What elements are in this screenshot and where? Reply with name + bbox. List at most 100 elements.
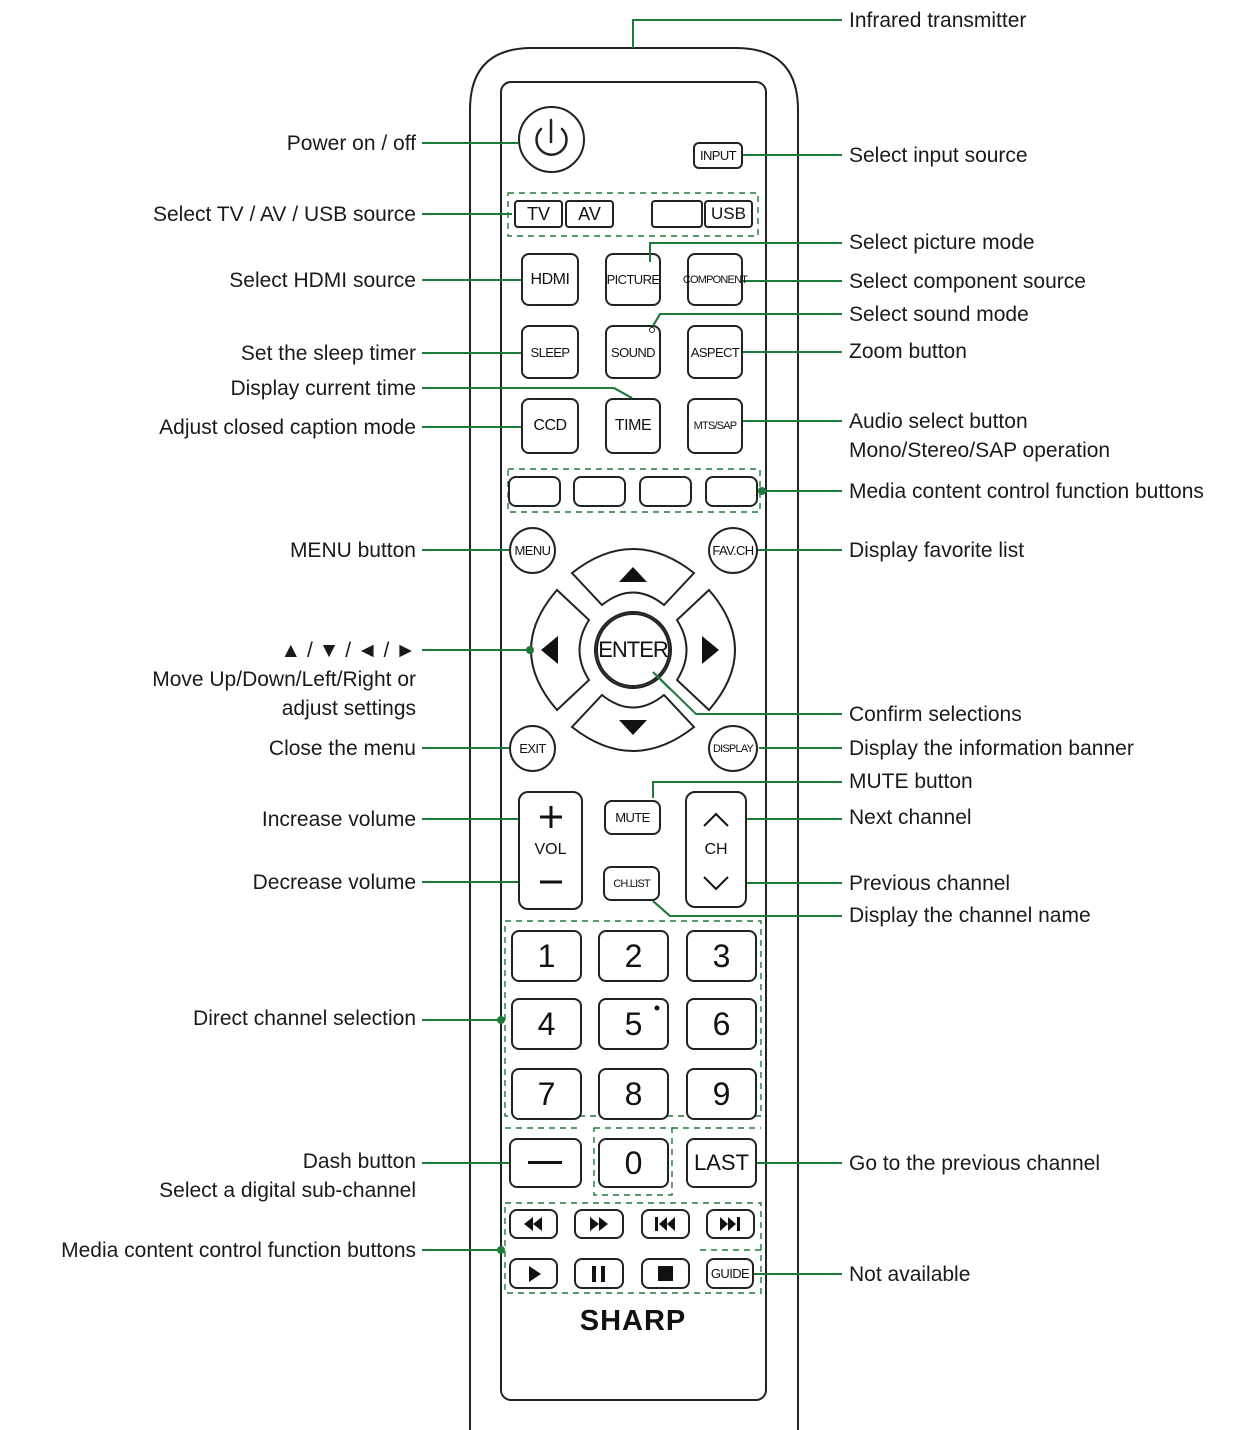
- leader-dot-media: [497, 1246, 505, 1254]
- arrow-right-icon: [702, 636, 719, 664]
- digit-key[interactable]: 5: [598, 998, 669, 1050]
- mute-button[interactable]: MUTE: [604, 800, 661, 835]
- group-number-keys: [504, 920, 762, 1117]
- exit-button[interactable]: EXIT: [509, 725, 556, 772]
- label-vol-down: Decrease volume: [252, 871, 416, 894]
- red-color-key[interactable]: [508, 476, 561, 507]
- leader-dot-digits: [497, 1016, 505, 1024]
- label-display: Display the information banner: [849, 737, 1134, 760]
- blue-color-key[interactable]: [705, 476, 758, 507]
- hdmi-button[interactable]: HDMI: [521, 253, 579, 306]
- group-media-keys: [504, 1202, 762, 1294]
- label-menu: MENU button: [289, 539, 416, 562]
- green-color-key[interactable]: [573, 476, 626, 507]
- label-sleep: Set the sleep timer: [240, 342, 416, 365]
- volume-label: VOL: [534, 841, 567, 858]
- label-aspect: Zoom button: [849, 340, 967, 363]
- label-media-left: Media content control function buttons: [61, 1239, 416, 1262]
- label-hdmi: Select HDMI source: [229, 269, 416, 292]
- dpad-left-key: [530, 588, 591, 712]
- arrow-left-icon: [541, 636, 558, 664]
- arrow-up-icon: [619, 567, 647, 582]
- label-dash-line2: Select a digital sub-channel: [159, 1179, 416, 1202]
- digit-key[interactable]: 1: [511, 930, 582, 982]
- play-button[interactable]: [509, 1258, 558, 1289]
- component-button[interactable]: COMPONENT: [683, 253, 748, 306]
- label-picture: Select picture mode: [849, 231, 1035, 254]
- enter-button[interactable]: ENTER: [596, 613, 670, 687]
- channel-label: CH: [704, 841, 728, 858]
- time-button[interactable]: TIME: [605, 398, 661, 454]
- label-arrows-symbols: ▲ / ▼ / ◄ / ►: [280, 639, 416, 662]
- group-zero-key: [593, 1127, 673, 1196]
- display-button[interactable]: DISPLAY: [708, 725, 758, 772]
- sleep-button[interactable]: SLEEP: [521, 325, 579, 379]
- label-sound: Select sound mode: [849, 303, 1029, 326]
- label-chlist: Display the channel name: [849, 904, 1091, 927]
- power-button[interactable]: [518, 106, 585, 173]
- picture-button[interactable]: PICTURE: [605, 253, 661, 306]
- leader-dot-arrows: [526, 646, 534, 654]
- skip-forward-button[interactable]: [706, 1209, 755, 1239]
- label-mts-line1: Audio select button: [849, 410, 1028, 433]
- aspect-button[interactable]: ASPECT: [687, 325, 743, 379]
- av-button[interactable]: AV: [565, 200, 614, 228]
- fav-ch-button[interactable]: FAV.CH: [708, 527, 758, 574]
- label-power: Power on / off: [286, 132, 416, 155]
- label-last: Go to the previous channel: [849, 1152, 1100, 1175]
- pause-button[interactable]: [574, 1258, 624, 1289]
- label-dash-line1: Dash button: [302, 1150, 416, 1173]
- label-tv-av-usb: Select TV / AV / USB source: [152, 203, 416, 226]
- blank-source-button[interactable]: [651, 200, 703, 228]
- label-ch-down: Previous channel: [849, 872, 1011, 895]
- digit-key[interactable]: 9: [686, 1068, 757, 1120]
- label-vol-up: Increase volume: [261, 808, 416, 831]
- usb-button[interactable]: USB: [704, 200, 753, 228]
- zero-key[interactable]: 0: [598, 1138, 669, 1188]
- leader-dot-color-keys: [758, 487, 766, 495]
- ccd-button[interactable]: CCD: [521, 398, 579, 454]
- tv-button[interactable]: TV: [514, 200, 563, 228]
- digit-key[interactable]: 4: [511, 998, 582, 1050]
- label-time: Display current time: [230, 377, 416, 400]
- input-button[interactable]: INPUT: [693, 142, 743, 169]
- arrow-down-icon: [619, 720, 647, 735]
- digit-key[interactable]: 2: [598, 930, 669, 982]
- label-exit: Close the menu: [268, 737, 416, 760]
- remote-face-panel: [500, 81, 767, 1401]
- dash-button[interactable]: [509, 1138, 582, 1188]
- label-mute: MUTE button: [849, 770, 973, 793]
- label-input: Select input source: [849, 144, 1028, 167]
- group-color-keys: [507, 468, 761, 513]
- label-ch-up: Next channel: [849, 806, 972, 829]
- label-component: Select component source: [849, 270, 1086, 293]
- sound-button[interactable]: SOUND: [605, 325, 661, 379]
- digit-key[interactable]: 3: [686, 930, 757, 982]
- digit-key[interactable]: 8: [598, 1068, 669, 1120]
- label-mts-line2: Mono/Stereo/SAP operation: [849, 439, 1111, 462]
- stop-button[interactable]: [641, 1258, 690, 1289]
- label-arrows-line3: adjust settings: [281, 697, 416, 720]
- label-ir: Infrared transmitter: [849, 9, 1027, 32]
- digit-key[interactable]: 7: [511, 1068, 582, 1120]
- skip-back-button[interactable]: [641, 1209, 690, 1239]
- yellow-color-key[interactable]: [639, 476, 692, 507]
- label-digits: Direct channel selection: [193, 1007, 416, 1030]
- label-color-keys: Media content control function buttons: [849, 480, 1204, 503]
- fast-forward-button[interactable]: [574, 1209, 624, 1239]
- mts-sap-button[interactable]: MTS/SAP: [687, 398, 743, 454]
- label-fav: Display favorite list: [849, 539, 1025, 562]
- menu-button[interactable]: MENU: [509, 527, 556, 574]
- label-ccd: Adjust closed caption mode: [159, 416, 416, 439]
- digit-key[interactable]: 6: [686, 998, 757, 1050]
- rewind-button[interactable]: [509, 1209, 558, 1239]
- label-guide: Not available: [849, 1263, 971, 1286]
- label-arrows-line2: Move Up/Down/Left/Right or: [152, 668, 416, 691]
- ch-list-button[interactable]: CH.LIST: [603, 866, 660, 901]
- leader-ir: [632, 19, 842, 48]
- brand-logo: SHARP: [579, 1305, 687, 1337]
- volume-rocker[interactable]: [518, 791, 583, 910]
- last-button[interactable]: LAST: [686, 1138, 757, 1188]
- guide-button[interactable]: GUIDE: [706, 1258, 754, 1289]
